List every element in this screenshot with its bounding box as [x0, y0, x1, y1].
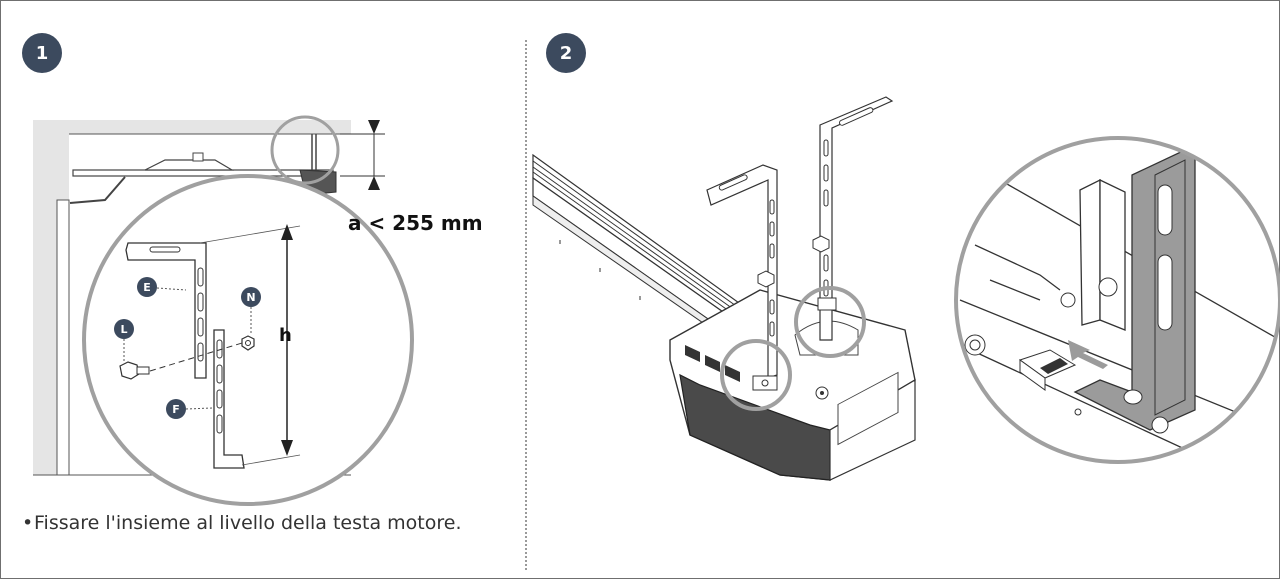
- bracket-e: [125, 242, 207, 379]
- step-2-badge: 2: [546, 33, 586, 73]
- part-f-letter: F: [172, 403, 180, 416]
- part-n-label: [241, 287, 261, 333]
- dimension-a-label: a < 255 mm: [348, 211, 483, 235]
- panel-divider: [525, 40, 527, 570]
- highlight-circle-left: [720, 339, 792, 411]
- motor-head: [669, 289, 916, 481]
- zoom-circle: [954, 136, 1280, 464]
- bracket-f: [213, 329, 245, 469]
- bracket-right: [812, 96, 894, 341]
- rail-assembly: [532, 153, 762, 353]
- step-1-caption: •Fissare l'insieme al livello della test…: [22, 512, 462, 534]
- ceiling: [33, 120, 351, 134]
- part-l-letter: L: [120, 323, 127, 336]
- part-l-label: [114, 319, 134, 362]
- part-e-letter: E: [143, 281, 151, 294]
- highlight-circle-right: [794, 286, 866, 358]
- part-f-label: [166, 399, 213, 419]
- step-1-badge: 1: [22, 33, 62, 73]
- arrow-icon: [1068, 340, 1108, 369]
- part-e-label: [137, 277, 187, 297]
- dimension-h-label: h: [279, 325, 292, 346]
- nut-n: [241, 335, 255, 351]
- caption-text: Fissare l'insieme al livello della testa…: [34, 512, 462, 534]
- zoom-detail: [956, 138, 1280, 462]
- rail: [72, 169, 334, 177]
- panel-1-illustration: a < 255 mm h E L N F: [33, 115, 483, 506]
- panel-2-illustration: [532, 96, 1280, 481]
- part-n-letter: N: [246, 291, 255, 304]
- bracket-left: [706, 164, 778, 391]
- bolt-l: [119, 361, 150, 380]
- detail-circle-small: [270, 115, 340, 185]
